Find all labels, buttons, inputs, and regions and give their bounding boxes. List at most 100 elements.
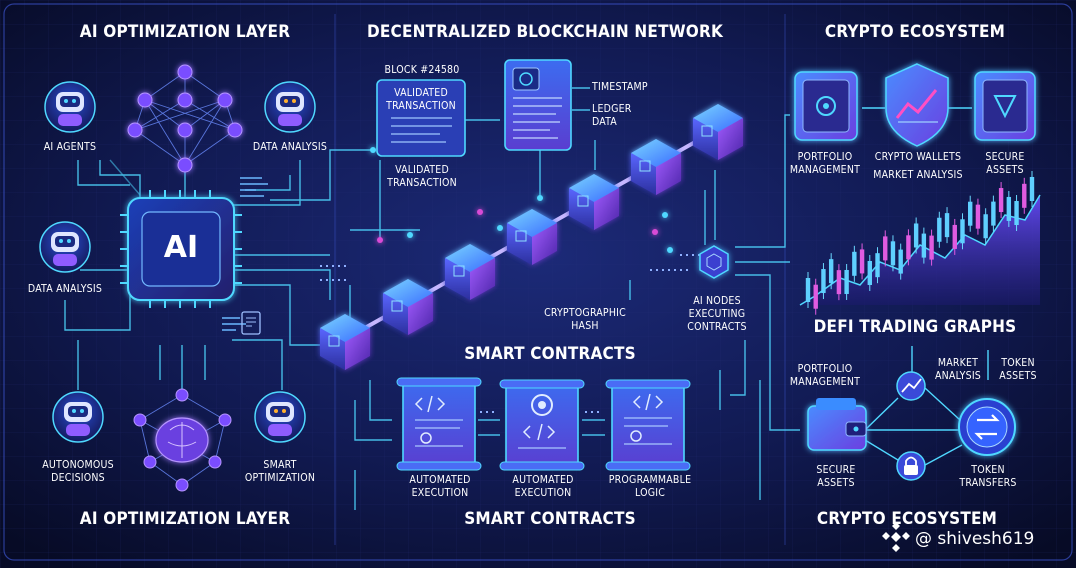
- candle-body: [1006, 196, 1012, 221]
- robot-smart-optimization-icon: [254, 391, 306, 443]
- candle-body: [875, 253, 880, 278]
- block-cube-5: [569, 174, 619, 230]
- ai-core-label: AI: [163, 230, 199, 265]
- smart-optimization-label: SMART OPTIMIZATION: [244, 459, 316, 484]
- automated-execution-1-label: AUTOMATED EXECUTION: [409, 474, 471, 499]
- frame-border: [3, 3, 1073, 561]
- ai-core-chip: [120, 190, 242, 308]
- programmable-logic-label: PROGRAMMABLE LOGIC: [608, 474, 692, 499]
- candle-body: [983, 214, 988, 239]
- candle-body: [1014, 201, 1019, 226]
- blockchain-blocks: [320, 104, 743, 370]
- ledger-data-label: LEDGER DATA: [592, 103, 632, 128]
- candle-body: [821, 269, 826, 294]
- contract-scroll-2: [499, 379, 585, 471]
- candle-body: [883, 236, 888, 261]
- block-cube-2: [383, 279, 433, 335]
- token-assets-label: TOKEN ASSETS: [999, 357, 1037, 382]
- candle-body: [952, 224, 957, 249]
- candle-body: [813, 284, 818, 309]
- secure-assets-bottom-label: SECURE ASSETS: [816, 464, 856, 489]
- candle-body: [975, 204, 981, 229]
- crypto-wallets-label: CRYPTO WALLETS: [874, 151, 962, 163]
- market-analysis-bottom-label: MARKET ANALYSIS: [935, 357, 981, 382]
- safe-portfolio-icon: [794, 71, 858, 141]
- safe-secure-icon: [974, 71, 1036, 141]
- robot-ai-agents-icon: [44, 81, 96, 133]
- candle-body: [929, 235, 934, 260]
- block-cube-4: [507, 209, 557, 265]
- contract-scroll-3: [605, 379, 691, 471]
- section-dividers: [334, 14, 786, 545]
- ai-connectors: [64, 149, 372, 395]
- market-analysis-top-label: MARKET ANALYSIS: [873, 169, 963, 181]
- candle-body: [921, 233, 927, 258]
- candle-body: [906, 235, 911, 260]
- block-cube-3: [445, 244, 495, 300]
- watermark-handle: @ shivesh619: [915, 529, 1035, 549]
- ai-layer-title-bottom: AI OPTIMIZATION LAYER: [79, 509, 291, 529]
- blockchain-connectors: [349, 87, 800, 510]
- candle-body: [867, 260, 872, 285]
- block-cube-1: [320, 314, 370, 370]
- defi-trading-title: DEFI TRADING GRAPHS: [813, 317, 1017, 337]
- automated-execution-2-label: AUTOMATED EXECUTION: [512, 474, 574, 499]
- ledger-document: [504, 59, 572, 151]
- wallet-icon: [807, 398, 867, 451]
- robot-data-analysis-icon: [264, 81, 316, 133]
- crypto-ecosystem-title-bottom: CRYPTO ECOSYSTEM: [816, 509, 998, 529]
- ai-layer-title-top: AI OPTIMIZATION LAYER: [79, 22, 291, 42]
- market-analysis-node-icon: [896, 371, 926, 401]
- smart-contracts-bottom-title: SMART CONTRACTS: [464, 509, 636, 529]
- document-mini-icon: [241, 311, 261, 335]
- portfolio-management-bottom-label: PORTFOLIO MANAGEMENT: [789, 363, 861, 388]
- defi-area-fill: [800, 195, 1040, 305]
- ai-neural-brain-bottom: [133, 388, 232, 492]
- token-transfer-icon: [958, 398, 1016, 456]
- candle-body: [991, 201, 996, 226]
- candle-body: [913, 223, 919, 248]
- data-analysis-top-label: DATA ANALYSIS: [252, 141, 328, 153]
- portfolio-management-top-label: PORTFOLIO MANAGEMENT: [789, 151, 861, 176]
- candle-body: [844, 269, 849, 294]
- candle-body: [828, 259, 834, 284]
- block-id-label: BLOCK #24580: [384, 64, 460, 76]
- timestamp-label: TIMESTAMP: [592, 81, 648, 93]
- contract-scroll-1: [396, 377, 482, 471]
- shield-chart-icon: [885, 63, 949, 147]
- candle-body: [960, 219, 965, 244]
- candle-body: [852, 251, 857, 276]
- candle-body: [859, 249, 865, 274]
- block-cube-6: [631, 139, 681, 195]
- ai-node-hex-icon: [699, 245, 729, 279]
- candle-body: [937, 217, 942, 242]
- cryptographic-hash-label: CRYPTOGRAPHIC HASH: [544, 307, 626, 332]
- crypto-ecosystem-title-top: CRYPTO ECOSYSTEM: [824, 22, 1006, 42]
- validated-transaction-caption: VALIDATED TRANSACTION: [387, 164, 457, 189]
- ai-nodes-label: AI NODES EXECUTING CONTRACTS: [687, 295, 747, 333]
- smart-contracts-mid-title: SMART CONTRACTS: [464, 344, 636, 364]
- glow-dots: [370, 140, 673, 253]
- candle-body: [968, 201, 973, 226]
- candle-body: [1022, 183, 1027, 208]
- blockchain-title: DECENTRALIZED BLOCKCHAIN NETWORK: [366, 22, 724, 42]
- data-analysis-left-label: DATA ANALYSIS: [27, 283, 103, 295]
- token-transfers-label: TOKEN TRANSFERS: [959, 464, 1017, 489]
- watermark-logo-icon: [882, 522, 910, 552]
- robot-autonomous-icon: [52, 391, 104, 443]
- candle-body: [836, 270, 842, 295]
- candle-body: [1029, 176, 1035, 201]
- candle-body: [998, 188, 1004, 213]
- crypto-bottom-connectors: [864, 346, 989, 466]
- secure-assets-top-label: SECURE ASSETS: [985, 151, 1025, 176]
- ai-agents-label: AI AGENTS: [43, 141, 97, 153]
- autonomous-decisions-label: AUTONOMOUS DECISIONS: [42, 459, 114, 484]
- candle-body: [805, 278, 811, 302]
- defi-candlestick-chart: [799, 170, 1041, 315]
- robot-data-analysis-left-icon: [39, 221, 91, 273]
- block-cube-7: [693, 104, 743, 160]
- candle-body: [944, 213, 950, 238]
- lock-node-icon: [896, 451, 926, 481]
- validated-transaction-card: [376, 79, 466, 157]
